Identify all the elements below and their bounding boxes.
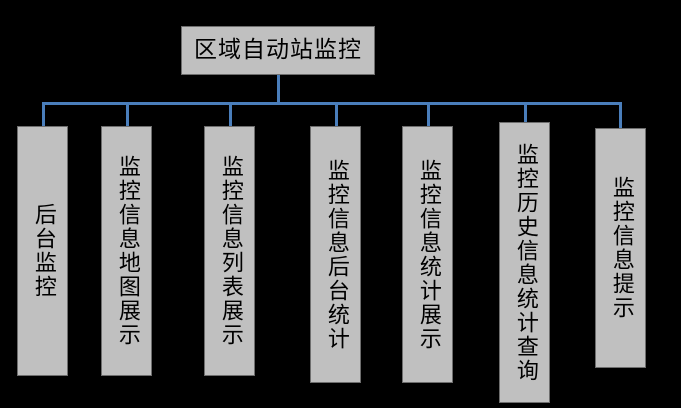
node-child-5-label: 监控信息统计展示 (415, 158, 441, 351)
connector-drop-6 (524, 102, 527, 122)
node-child-2-label: 监控信息地图展示 (114, 155, 140, 347)
node-child-3-label: 监控信息列表展示 (217, 155, 243, 347)
connector-drop-7 (619, 102, 622, 128)
node-child-5[interactable]: 监控信息统计展示 (402, 126, 453, 383)
node-child-2[interactable]: 监控信息地图展示 (101, 126, 152, 376)
connector-drop-4 (335, 102, 338, 126)
node-root-label: 区域自动站监控 (194, 36, 362, 63)
connector-root-stem (277, 75, 280, 104)
node-child-4[interactable]: 监控信息后台统计 (310, 126, 361, 383)
node-child-7-label: 监控信息提示 (608, 176, 634, 320)
connector-drop-1 (42, 102, 45, 126)
node-child-7[interactable]: 监控信息提示 (595, 128, 646, 368)
node-child-1[interactable]: 后台监控 (17, 126, 68, 376)
node-child-3[interactable]: 监控信息列表展示 (204, 126, 255, 376)
connector-drop-3 (229, 102, 232, 126)
connector-drop-2 (126, 102, 129, 126)
node-child-1-label: 后台监控 (30, 203, 56, 299)
node-child-6[interactable]: 监控历史信息统计查询 (499, 122, 550, 403)
node-root[interactable]: 区域自动站监控 (181, 26, 375, 75)
node-child-4-label: 监控信息后台统计 (323, 158, 349, 351)
node-child-6-label: 监控历史信息统计查询 (512, 142, 538, 383)
connector-drop-5 (427, 102, 430, 126)
connector-bus (44, 102, 622, 105)
